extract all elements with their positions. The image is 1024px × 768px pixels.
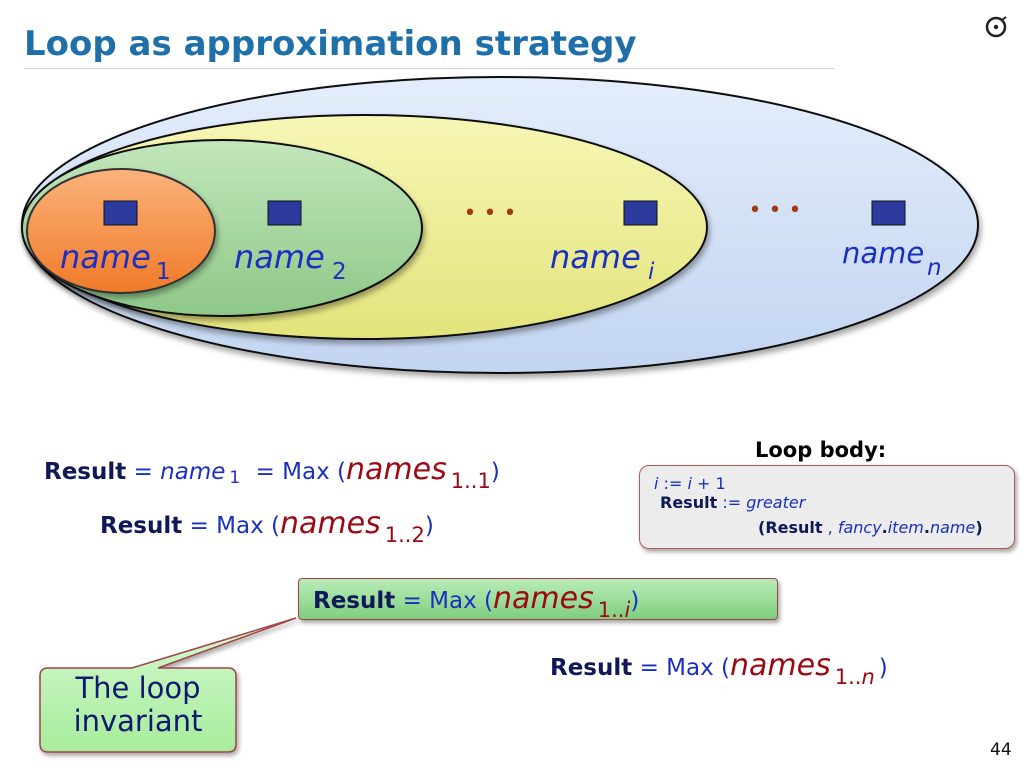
element-square-n bbox=[871, 200, 906, 226]
element-square-1 bbox=[103, 200, 138, 226]
expr-fancy: fancy bbox=[837, 518, 882, 537]
dot: . bbox=[881, 518, 888, 537]
element-square-2 bbox=[267, 200, 302, 226]
name-subscript: 1 bbox=[229, 468, 241, 488]
label-sub-2: 2 bbox=[332, 259, 347, 285]
approximation-diagram: • • • • • • name 1 name 2 name i name n bbox=[21, 76, 979, 374]
label-name-i: name bbox=[550, 238, 641, 276]
close-paren: ) bbox=[630, 588, 640, 614]
range-sep: .. bbox=[848, 665, 862, 689]
ellipsis-1: • • • bbox=[464, 201, 517, 226]
range-hi: 2 bbox=[411, 523, 425, 547]
slide-title: Loop as approximation strategy bbox=[24, 24, 637, 64]
name-word: name bbox=[160, 459, 226, 485]
range-sep: .. bbox=[398, 523, 412, 547]
assign-op: := bbox=[663, 474, 683, 493]
label-name-1: name bbox=[60, 238, 151, 276]
set-names-1 bbox=[26, 168, 216, 294]
label-sub-i: i bbox=[648, 259, 655, 285]
equals-sign: = bbox=[402, 588, 422, 614]
plus-one: + 1 bbox=[696, 474, 726, 493]
callout-text: The loop invariant bbox=[40, 672, 236, 738]
close-paren: ) bbox=[878, 655, 888, 681]
result-keyword: Result bbox=[100, 513, 183, 539]
function-greater: greater bbox=[746, 493, 806, 512]
result-keyword: Result bbox=[313, 588, 396, 614]
range-lo: 1 bbox=[450, 469, 465, 493]
logo-icon bbox=[985, 16, 1007, 38]
code-line-3: (Result , fancy.item.name) bbox=[758, 518, 983, 537]
open-paren: ( bbox=[758, 518, 766, 537]
range-sep: .. bbox=[464, 469, 478, 493]
range-hi: n bbox=[861, 665, 875, 689]
assign-op: := bbox=[722, 493, 742, 512]
comma: , bbox=[827, 518, 833, 537]
equals-sign: = bbox=[639, 655, 659, 681]
page-number: 44 bbox=[990, 740, 1012, 760]
close-paren: ) bbox=[490, 459, 500, 485]
invariant-callout bbox=[39, 617, 297, 753]
result-keyword: Result bbox=[44, 459, 127, 485]
result-keyword: Result bbox=[660, 493, 718, 512]
callout-line-1: The loop bbox=[75, 671, 201, 705]
range-lo: 1 bbox=[834, 665, 849, 689]
names-word: names bbox=[280, 506, 381, 541]
dot: . bbox=[923, 518, 930, 537]
var-i: i bbox=[654, 474, 659, 493]
result-keyword: Result bbox=[550, 655, 633, 681]
names-word: names bbox=[493, 581, 594, 616]
result-keyword: Result bbox=[765, 518, 823, 537]
callout-line-2: invariant bbox=[73, 704, 203, 738]
range-hi: 1 bbox=[477, 469, 491, 493]
equals-sign: = bbox=[255, 459, 275, 485]
var-i: i bbox=[687, 474, 692, 493]
names-word: names bbox=[345, 452, 447, 487]
expr-name: name bbox=[929, 518, 976, 537]
loop-body-box: i := i + 1 Result := greater (Result , f… bbox=[639, 465, 1015, 549]
max-word: Max ( bbox=[666, 655, 731, 681]
max-word: Max ( bbox=[216, 513, 281, 539]
code-line-2: Result := greater bbox=[660, 493, 805, 512]
code-line-1: i := i + 1 bbox=[654, 474, 726, 493]
range-hi: i bbox=[624, 598, 631, 622]
close-paren: ) bbox=[424, 513, 434, 539]
names-word: names bbox=[730, 648, 831, 683]
title-divider bbox=[24, 68, 834, 69]
label-name-n: name bbox=[842, 236, 924, 270]
equals-sign: = bbox=[133, 459, 153, 485]
range-lo: 1 bbox=[597, 598, 612, 622]
label-sub-n: n bbox=[927, 255, 942, 281]
label-name-2: name bbox=[234, 238, 325, 276]
max-word: Max ( bbox=[429, 588, 494, 614]
element-square-i bbox=[623, 200, 658, 226]
range-sep: .. bbox=[611, 598, 625, 622]
close-paren: ) bbox=[975, 518, 983, 537]
ellipsis-2: • • • bbox=[749, 198, 802, 223]
loop-body-title: Loop body: bbox=[755, 438, 887, 462]
max-word: Max ( bbox=[282, 459, 346, 485]
range-lo: 1 bbox=[384, 523, 399, 547]
label-sub-1: 1 bbox=[156, 259, 171, 285]
expr-item: item bbox=[887, 518, 924, 537]
equals-sign: = bbox=[189, 513, 209, 539]
